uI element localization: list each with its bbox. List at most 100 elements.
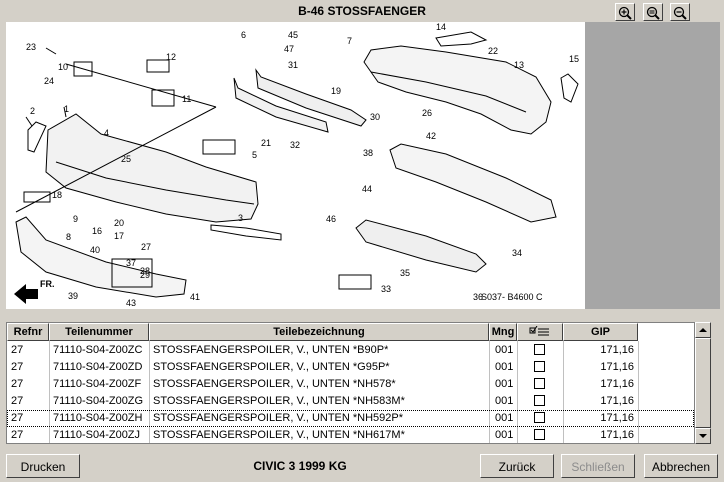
cell-mng: 001	[495, 361, 514, 373]
callout-47: 47	[284, 44, 294, 54]
cell-bezeichnung: STOSSFAENGERSPOILER, V., UNTEN *NH592P*	[153, 412, 404, 424]
callout-7: 7	[347, 36, 352, 46]
parts-table[interactable]: Refnr Teilenummer Teilebezeichnung Mng G…	[6, 322, 695, 444]
print-button[interactable]: Drucken	[6, 454, 80, 478]
callout-46: 46	[326, 214, 336, 224]
table-row[interactable]: 27 71110-S04-Z00ZD STOSSFAENGERSPOILER, …	[7, 359, 694, 376]
callout-27: 27	[141, 242, 151, 252]
row-checkbox[interactable]	[534, 429, 545, 440]
callout-12: 12	[166, 52, 176, 62]
cell-mng: 001	[495, 412, 514, 424]
cell-refnr: 27	[11, 395, 24, 407]
callout-24: 24	[44, 76, 54, 86]
diagram-background-area	[585, 22, 720, 309]
callout-30: 30	[370, 112, 380, 122]
header-gip[interactable]: GIP	[563, 323, 638, 341]
callout-14: 14	[436, 22, 446, 32]
callout-20: 20	[114, 218, 124, 228]
callout-38: 38	[363, 148, 373, 158]
callout-44: 44	[362, 184, 372, 194]
table-scrollbar[interactable]	[695, 322, 711, 444]
callout-34: 34	[512, 248, 522, 258]
header-teilenummer[interactable]: Teilenummer	[49, 323, 149, 341]
callout-17: 17	[114, 231, 124, 241]
front-direction-arrow	[14, 284, 38, 304]
callout-35: 35	[400, 268, 410, 278]
table-row[interactable]: 27 71110-S04-Z00ZF STOSSFAENGERSPOILER, …	[7, 376, 694, 393]
callout-23: 23	[26, 42, 36, 52]
cell-bezeichnung: STOSSFAENGERSPOILER, V., UNTEN *G95P*	[153, 361, 390, 373]
zoom-in-icon	[618, 6, 632, 20]
close-button[interactable]: Schließen	[561, 454, 635, 478]
callout-31: 31	[288, 60, 298, 70]
zoom-fit-icon	[646, 6, 660, 20]
scroll-thumb[interactable]	[695, 338, 711, 428]
zoom-in-button[interactable]	[615, 3, 635, 21]
cell-refnr: 27	[11, 378, 24, 390]
cell-gip: 171,16	[600, 429, 634, 441]
callout-32: 32	[290, 140, 300, 150]
scroll-up-button[interactable]	[695, 322, 711, 338]
cell-refnr: 27	[11, 344, 24, 356]
window-title: B-46 STOSSFAENGER	[298, 4, 426, 18]
cell-mng: 001	[495, 429, 514, 441]
row-checkbox[interactable]	[534, 395, 545, 406]
callout-21: 21	[261, 138, 271, 148]
vehicle-info: CIVIC 3 1999 KG	[253, 459, 347, 473]
cell-bezeichnung: STOSSFAENGERSPOILER, V., UNTEN *NH583M*	[153, 395, 405, 407]
zoom-out-button[interactable]	[670, 3, 690, 21]
callout-41: 41	[190, 292, 200, 302]
callout-13: 13	[514, 60, 524, 70]
header-mng[interactable]: Mng	[489, 323, 517, 341]
callout-15: 15	[569, 54, 579, 64]
callout-26: 26	[422, 108, 432, 118]
callout-29: 29	[140, 270, 150, 280]
callout-43: 43	[126, 298, 136, 308]
select-list-icon	[529, 325, 549, 336]
callout-10: 10	[58, 62, 68, 72]
callout-40: 40	[90, 245, 100, 255]
cancel-button[interactable]: Abbrechen	[644, 454, 718, 478]
header-teilebezeichnung[interactable]: Teilebezeichnung	[149, 323, 489, 341]
callout-37: 37	[126, 258, 136, 268]
cell-bezeichnung: STOSSFAENGERSPOILER, V., UNTEN *NH617M*	[153, 429, 405, 441]
callout-4: 4	[104, 128, 109, 138]
table-row[interactable]: 27 71110-S04-Z00ZG STOSSFAENGERSPOILER, …	[7, 393, 694, 410]
callout-3: 3	[238, 213, 243, 223]
direction-label: FR.	[40, 279, 55, 289]
back-button[interactable]: Zurück	[480, 454, 554, 478]
table-row-selected[interactable]: 27 71110-S04-Z00ZH STOSSFAENGERSPOILER, …	[7, 410, 694, 427]
callout-25: 25	[121, 154, 131, 164]
zoom-fit-button[interactable]	[643, 3, 663, 21]
table-row[interactable]: 27 71110-S04-Z00ZC STOSSFAENGERSPOILER, …	[7, 342, 694, 359]
callouts[interactable]: 1 2 3 4 5 6 7 8 9 10 11 12 13 14 15 16 1…	[26, 22, 579, 308]
cell-mng: 001	[495, 395, 514, 407]
callout-6: 6	[241, 30, 246, 40]
cell-teilenummer: 71110-S04-Z00ZC	[53, 344, 143, 356]
header-refnr[interactable]: Refnr	[7, 323, 49, 341]
callout-28: 28	[140, 266, 150, 276]
callout-42: 42	[426, 131, 436, 141]
callout-9: 9	[73, 214, 78, 224]
cell-refnr: 27	[11, 361, 24, 373]
row-checkbox[interactable]	[534, 378, 545, 389]
cell-teilenummer: 71110-S04-Z00ZH	[53, 412, 143, 424]
arrow-down-icon	[699, 434, 707, 438]
cell-teilenummer: 71110-S04-Z00ZJ	[53, 429, 141, 441]
row-checkbox[interactable]	[534, 361, 545, 372]
callout-18: 18	[52, 190, 62, 200]
callout-11: 11	[182, 94, 191, 104]
header-select[interactable]	[517, 323, 563, 341]
cell-teilenummer: 71110-S04-Z00ZF	[53, 378, 142, 390]
callout-19: 19	[331, 86, 341, 96]
callout-1: 1	[64, 104, 69, 114]
cell-bezeichnung: STOSSFAENGERSPOILER, V., UNTEN *NH578*	[153, 378, 396, 390]
scroll-down-button[interactable]	[695, 428, 711, 444]
row-checkbox[interactable]	[534, 412, 545, 423]
table-row[interactable]: 27 71110-S04-Z00ZJ STOSSFAENGERSPOILER, …	[7, 427, 694, 444]
callout-5: 5	[252, 150, 257, 160]
callout-33: 33	[381, 284, 391, 294]
cell-bezeichnung: STOSSFAENGERSPOILER, V., UNTEN *B90P*	[153, 344, 389, 356]
parts-diagram[interactable]: FR. S037- B4600 C 1 2 3 4 5 6 7 8 9 10 1…	[6, 22, 585, 309]
row-checkbox[interactable]	[534, 344, 545, 355]
